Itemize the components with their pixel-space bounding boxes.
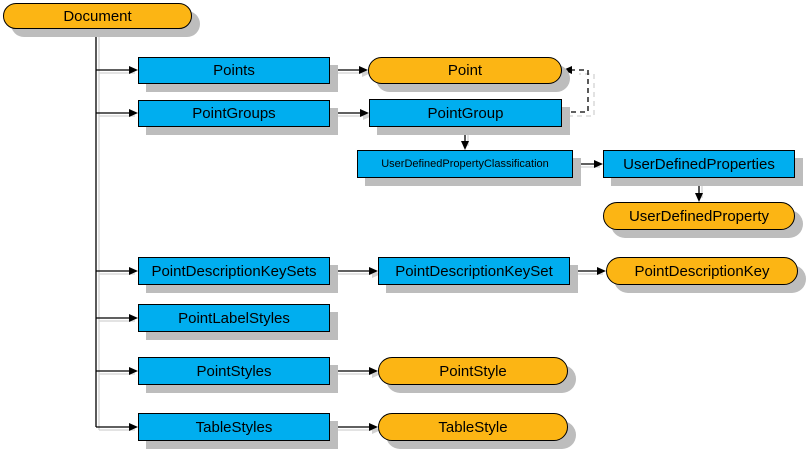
node-pointlabelstyles: PointLabelStyles (138, 304, 330, 332)
connector-pointgroup-point-dashed (562, 66, 589, 113)
node-pointgroups: PointGroups (138, 100, 330, 127)
node-pointdescriptionkeyset: PointDescriptionKeySet (378, 257, 570, 285)
node-document: Document (3, 3, 192, 29)
node-tablestyle: TableStyle (378, 413, 568, 441)
node-pointdescriptionkey: PointDescriptionKey (606, 257, 798, 285)
connector-document-branches (96, 66, 138, 431)
node-pointstyles: PointStyles (138, 357, 330, 385)
node-userdefinedpropertyclassification: UserDefinedPropertyClassification (357, 150, 573, 178)
node-tablestyles: TableStyles (138, 413, 330, 441)
node-point: Point (368, 57, 562, 84)
node-pointdescriptionkeysets: PointDescriptionKeySets (138, 257, 330, 285)
node-pointstyle: PointStyle (378, 357, 568, 385)
connector-vertical-arrows (461, 127, 703, 202)
node-userdefinedproperties: UserDefinedProperties (603, 150, 795, 178)
node-userdefinedproperty: UserDefinedProperty (603, 202, 795, 230)
connector-horizontal-arrows (330, 66, 606, 431)
node-points: Points (138, 57, 330, 84)
node-pointgroup: PointGroup (369, 99, 562, 127)
